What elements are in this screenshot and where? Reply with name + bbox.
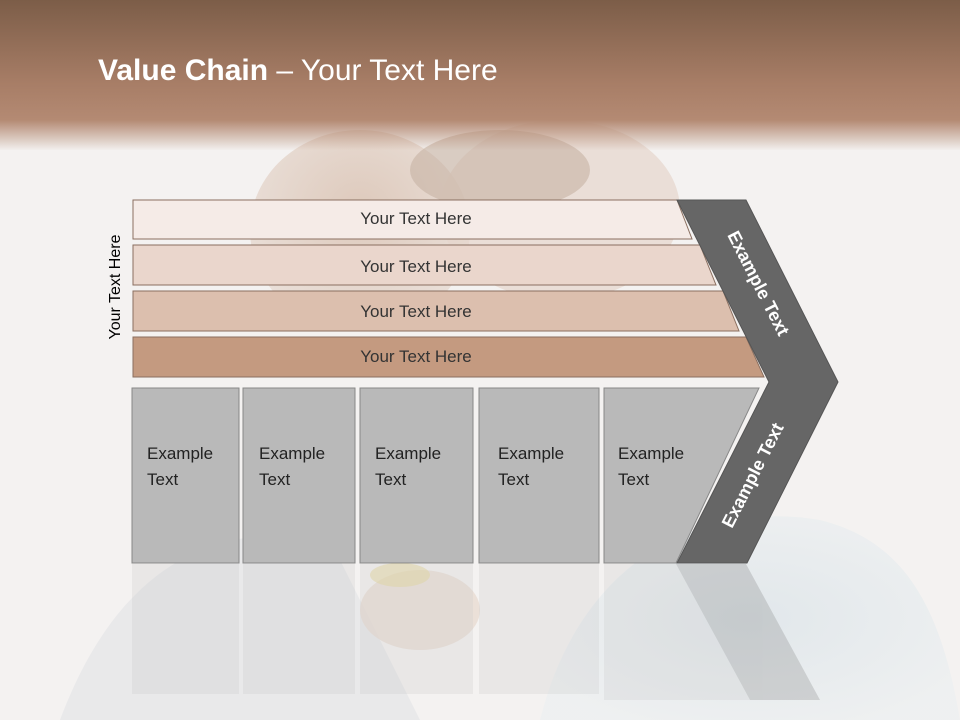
box-2-line2: Text <box>259 470 290 489</box>
box-reflection <box>479 564 599 694</box>
chevron-arrow <box>676 199 839 564</box>
box-5-line1: Example <box>618 444 684 463</box>
box-1-line1: Example <box>147 444 213 463</box>
title-bold: Value Chain <box>98 54 269 87</box>
box-3-line1: Example <box>375 444 441 463</box>
box-4 <box>478 387 600 564</box>
box-reflection <box>243 564 355 694</box>
bar-3 <box>132 290 740 332</box>
header-band <box>0 0 960 150</box>
box-reflection <box>604 564 750 700</box>
bar-4 <box>132 336 765 378</box>
bar-1 <box>132 199 693 240</box>
bar-2 <box>132 244 717 286</box>
box-5 <box>603 387 760 564</box>
bar-1-label: Your Text Here <box>360 209 472 228</box>
bar-3-label: Your Text Here <box>360 302 472 321</box>
box-2 <box>242 387 356 564</box>
reflection <box>132 564 820 700</box>
page-title: Value Chain – Your Text Here <box>98 54 498 88</box>
bar-4-label: Your Text Here <box>360 347 472 366</box>
box-1-line2: Text <box>147 470 178 489</box>
bar-2-label: Your Text Here <box>360 257 472 276</box>
title-rest: – Your Text Here <box>268 54 498 87</box>
box-reflection <box>360 564 473 694</box>
box-3-line2: Text <box>375 470 406 489</box>
box-1 <box>131 387 240 564</box>
arrow-reflection <box>676 564 820 700</box>
box-5-line2: Text <box>618 470 649 489</box>
box-2-line1: Example <box>259 444 325 463</box>
box-4-line2: Text <box>498 470 529 489</box>
box-reflection <box>132 564 239 694</box>
box-4-line1: Example <box>498 444 564 463</box>
box-3 <box>359 387 474 564</box>
